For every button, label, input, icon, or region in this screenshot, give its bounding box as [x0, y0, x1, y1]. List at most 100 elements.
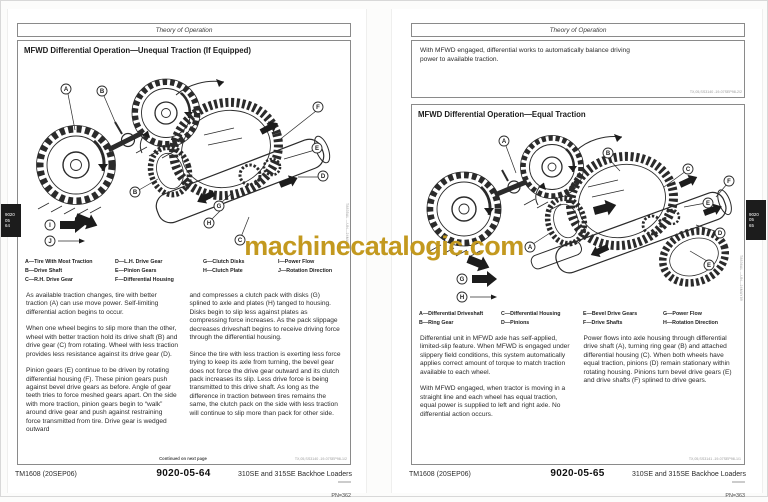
- thumb-tab-left: 9020 05 64: [1, 204, 21, 237]
- callout-letter: H: [207, 221, 211, 227]
- paragraph: Pinion gears (E) continue to be driven b…: [26, 367, 177, 434]
- legend-item: A—Differential Driveshaft: [419, 311, 484, 317]
- paragraph: Power flows into axle housing through di…: [583, 335, 732, 385]
- ground-hatch: [37, 127, 243, 216]
- thumb-tab-right: 9020 05 65: [746, 200, 766, 240]
- running-header: Theory of Operation: [17, 23, 351, 37]
- section-unequal-traction: MFWD Differential Operation—Unequal Trac…: [17, 40, 351, 465]
- pn-number: PN=363: [725, 493, 745, 499]
- power-flow-arrow-icon: [592, 199, 617, 216]
- reference-code: TX,05,SS3141 -19-07SEP98-1/1: [688, 457, 741, 461]
- tab-line: 05: [749, 217, 754, 223]
- figure-legend: A—Differential Driveshaft B—Ring Gear C—…: [412, 307, 744, 331]
- manual-number: TM1608 (20SEP06): [409, 471, 471, 478]
- tab-line: 9020: [5, 212, 15, 218]
- model-name: 310SE and 315SE Backhoe Loaders: [237, 471, 352, 478]
- text-column-1: As available traction changes, tire with…: [26, 292, 179, 443]
- running-header-text: Theory of Operation: [155, 26, 213, 34]
- figure-id: T8835AL —UN—24MAY89: [345, 202, 349, 249]
- traction-arrow-icon: [74, 213, 98, 230]
- tab-line: 05: [5, 217, 10, 223]
- pn-block: PN=363: [411, 481, 745, 502]
- power-flow-arrow-icon: [197, 121, 298, 204]
- paragraph: Since the tire with less traction is exe…: [189, 350, 341, 417]
- legend-item: G—Clutch Disks: [203, 259, 245, 265]
- legend-item: A—Tire With Most Traction: [25, 259, 93, 265]
- page-right: Theory of Operation With MFWD engaged, d…: [391, 9, 763, 499]
- tab-line: 64: [5, 223, 10, 229]
- callout-letter: H: [460, 295, 464, 301]
- callout-letters: A B F E D B G H C: [60, 83, 329, 246]
- callout-leaders: [505, 145, 728, 262]
- reference-code: TX,05,SS3140 -19-07SEP98-2/2: [689, 90, 742, 95]
- page-number: 9020-05-65: [550, 468, 605, 479]
- power-flow-key: G: [456, 271, 497, 287]
- pn-stamp: [338, 481, 351, 483]
- section-equal-traction: MFWD Differential Operation—Equal Tracti…: [411, 104, 745, 465]
- tire-left: [36, 125, 116, 205]
- section-title: MFWD Differential Operation—Equal Tracti…: [418, 110, 586, 119]
- rotation-direction-key: J: [44, 235, 85, 247]
- traction-arrow-icon: [466, 255, 490, 272]
- callout-letter: J: [48, 239, 51, 245]
- continuation-note-box: With MFWD engaged, differential works to…: [411, 40, 745, 98]
- page-number: 9020-05-64: [156, 468, 211, 479]
- legend-item: B—Drive Shaft: [25, 268, 63, 274]
- ring-gear: [169, 97, 283, 201]
- legend-column: E—Bevel Drive Gears F—Drive Shafts: [583, 310, 663, 328]
- figure-legend: A—Tire With Most Traction B—Drive Shaft …: [18, 255, 350, 288]
- tire-left: [426, 171, 502, 247]
- legend-item: D—Pinions: [501, 320, 530, 326]
- body-text: As available traction changes, tire with…: [18, 288, 350, 443]
- legend-item: F—Drive Shafts: [583, 320, 623, 326]
- callout-letter: G: [217, 204, 222, 210]
- legend-column: D—L.H. Drive Gear E—Pinion Gears F—Diffe…: [115, 258, 203, 285]
- rotation-direction-key: H: [456, 291, 497, 303]
- paragraph: When one wheel begins to slip more than …: [26, 325, 179, 358]
- legend-column: G—Power Flow H—Rotation Direction: [663, 310, 737, 328]
- legend-column: I—Power Flow J—Rotation Direction: [278, 258, 343, 285]
- legend-item: J—Rotation Direction: [278, 268, 333, 274]
- pn-stamp: [732, 481, 745, 483]
- callout-letter: E: [315, 146, 319, 152]
- callout-letter: A: [528, 245, 533, 251]
- legend-item: C—R.H. Drive Gear: [25, 277, 73, 283]
- pn-block: PN=362: [17, 481, 351, 502]
- callout-letter: B: [100, 89, 105, 95]
- legend-column: A—Differential Driveshaft B—Ring Gear: [419, 310, 501, 328]
- differential-gears: [238, 157, 282, 187]
- callout-letter: G: [460, 277, 465, 283]
- legend-item: C—Differential Housing: [501, 311, 561, 317]
- text-column-2: Power flows into axle housing through di…: [584, 335, 737, 427]
- tab-line: 65: [749, 222, 754, 228]
- pn-number: PN=362: [331, 493, 351, 499]
- differential-driveshaft: [530, 240, 582, 270]
- continued-note: Continued on next page: [159, 456, 207, 461]
- legend-item: E—Pinion Gears: [115, 268, 157, 274]
- callout-letter: D: [321, 174, 326, 180]
- diagram-unequal-traction: A B F E D B G H C I J: [18, 57, 350, 255]
- running-header: Theory of Operation: [411, 23, 745, 37]
- legend-column: A—Tire With Most Traction B—Drive Shaft …: [25, 258, 115, 285]
- legend-column: G—Clutch Disks H—Clutch Plate: [203, 258, 278, 285]
- callout-letter: F: [727, 179, 731, 185]
- text-column-2: and compresses a clutch pack with disks …: [190, 292, 343, 443]
- differential-gears: [641, 208, 681, 236]
- tab-line: 9020: [749, 211, 759, 217]
- ring-gear: [565, 151, 679, 251]
- legend-item: G—Power Flow: [663, 311, 702, 317]
- power-flow-arrow-icon: [590, 174, 722, 258]
- differential-diagram-illustration: A B F E D B G H C I J: [36, 78, 331, 247]
- manual-number: TM1608 (20SEP06): [15, 471, 77, 478]
- section-bottom: Continued on next page TX,05,SS3140 -19-…: [18, 456, 348, 463]
- differential-diagram-illustration: A B C E F D E A G H: [426, 134, 735, 303]
- callout-letter: D: [718, 231, 723, 237]
- section-bottom: TX,05,SS3141 -19-07SEP98-1/1: [412, 456, 742, 463]
- legend-item: D—L.H. Drive Gear: [115, 259, 163, 265]
- paragraph: and compresses a clutch pack with disks …: [189, 292, 340, 342]
- callout-letter: A: [64, 87, 69, 93]
- running-header-text: Theory of Operation: [549, 26, 607, 34]
- power-flow-key: I: [44, 217, 85, 233]
- figure-id: T8836AL —UN—24MAY89: [739, 254, 743, 301]
